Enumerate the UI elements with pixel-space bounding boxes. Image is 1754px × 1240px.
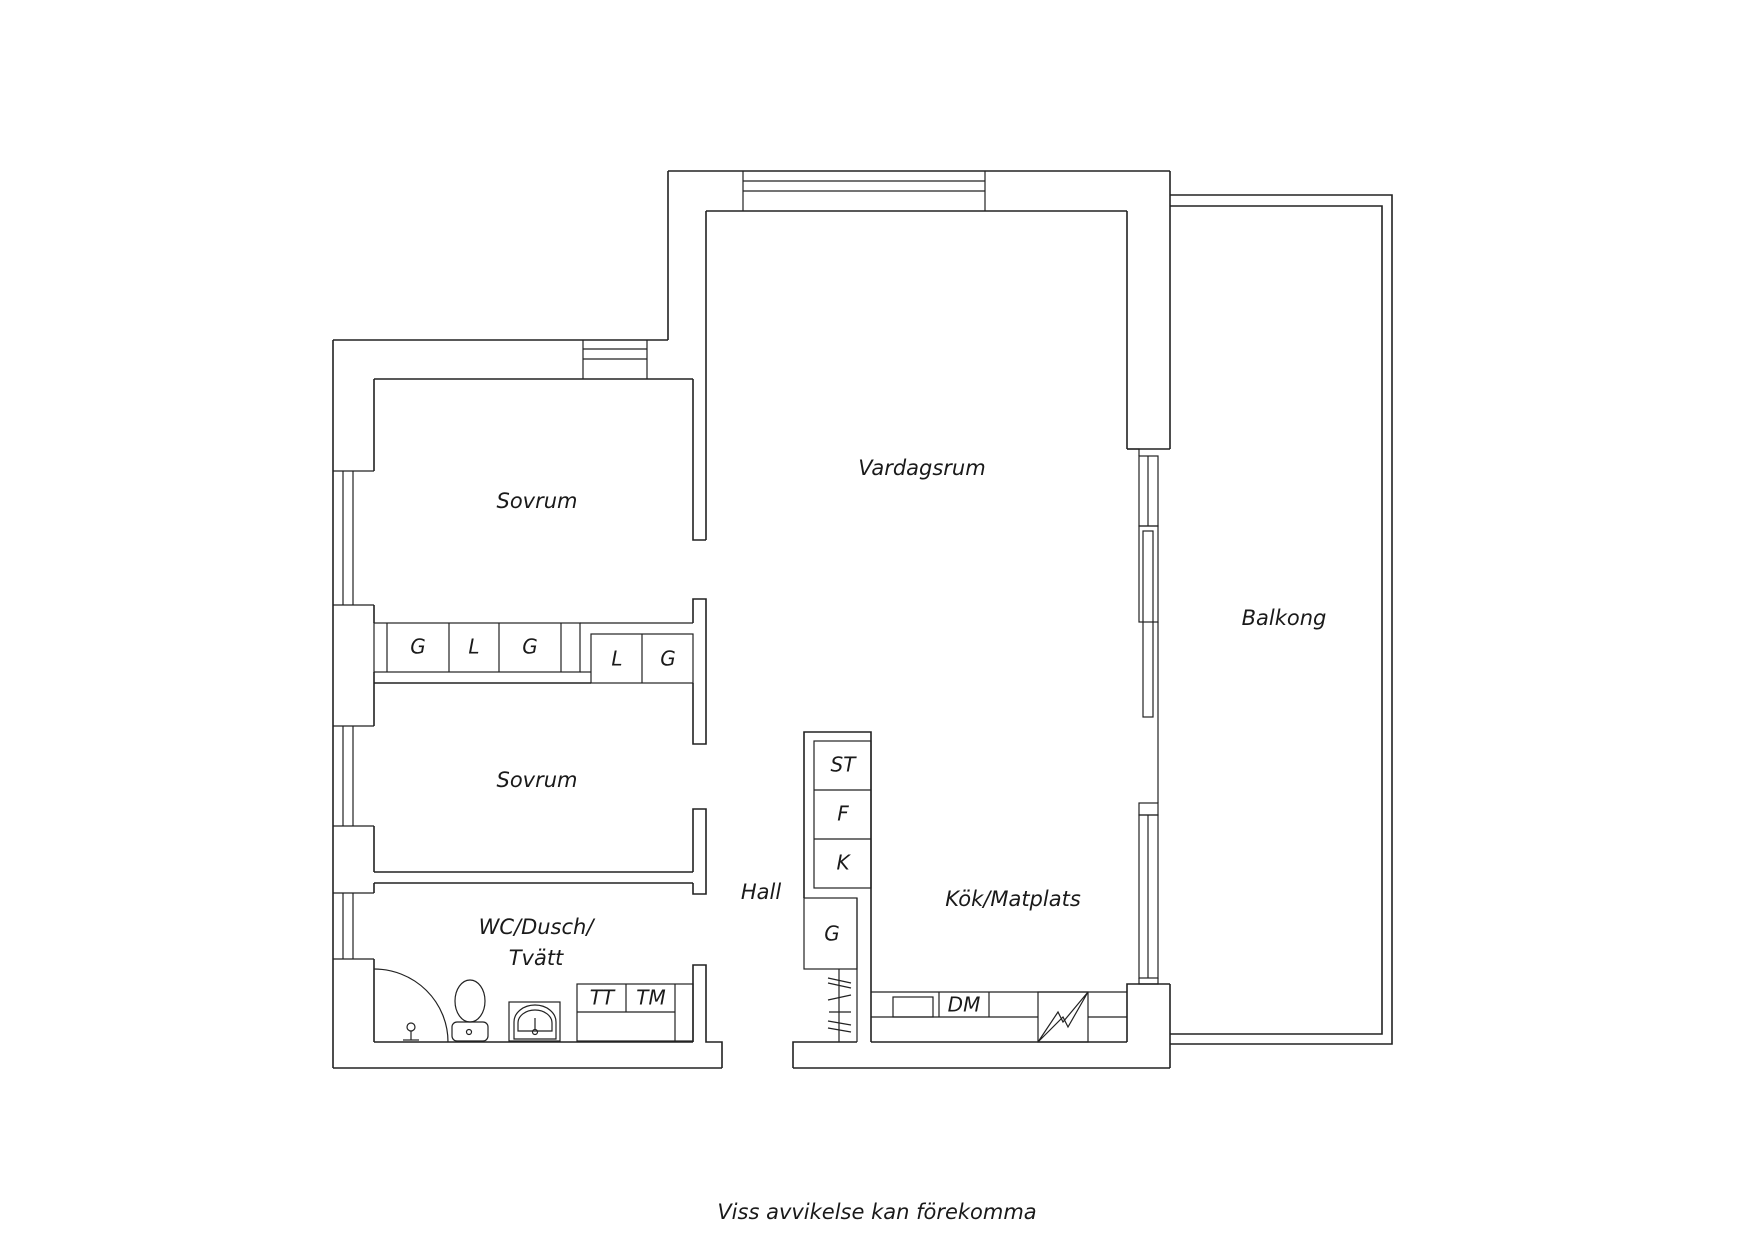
washing-machine-label: TM [636,986,665,1010]
room-label-bathroom-line2: Tvätt [509,946,564,970]
balcony-outline [1170,194,1393,1045]
window-icon [1138,802,1159,985]
sink-icon [508,1001,561,1042]
hall-column [803,731,872,1042]
window-icon [333,470,374,606]
dishwasher-label: DM [948,993,981,1017]
room-label-balcony: Balkong [1242,606,1327,630]
exterior-walls [332,170,1171,1069]
room-label-bathroom-line1: WC/Dusch/ [479,915,596,939]
bathroom-walls [373,882,723,1068]
room-label-bedroom-lower: Sovrum [496,768,577,792]
window-icon [742,171,986,211]
hall-wardrobe [803,897,858,1042]
balcony-door[interactable] [1127,448,1159,803]
wardrobe-row-1 [373,622,693,673]
linen-closet-label: L [468,635,479,659]
stove-icon [1037,991,1089,1043]
wardrobe-label: G [522,635,538,659]
window-icon [333,892,374,960]
laundry-cabinet [576,983,694,1042]
linen-closet-label: L [611,647,622,671]
freezer-label: F [837,802,849,826]
room-label-bedroom-upper: Sovrum [496,489,577,513]
wardrobe-st-label: ST [831,753,858,777]
window-icon [582,340,648,379]
fridge-label: K [836,851,851,875]
wardrobe-label: G [660,647,676,671]
room-label-kitchen: Kök/Matplats [945,887,1081,911]
wardrobe-row-2 [590,633,694,684]
kitchen-counter [871,983,1170,1043]
tumble-dryer-label: TT [590,986,616,1010]
bedroom-lower-walls [373,672,707,895]
entrance-threshold [792,1041,857,1068]
bedroom-upper-walls [373,378,707,745]
toilet-icon [451,979,489,1042]
room-label-living-room: Vardagsrum [858,456,985,480]
kitchen-sink-icon [892,996,934,1018]
window-icon [333,725,374,827]
coat-rack-icon [827,977,852,1033]
wardrobe-label: G [824,922,840,946]
living-room-walls [705,210,1170,540]
shower-icon [373,968,449,1043]
disclaimer-text: Viss avvikelse kan förekomma [717,1200,1036,1224]
shower-tap-icon [403,1022,419,1041]
room-label-hall: Hall [741,880,781,904]
wardrobe-label: G [410,635,426,659]
